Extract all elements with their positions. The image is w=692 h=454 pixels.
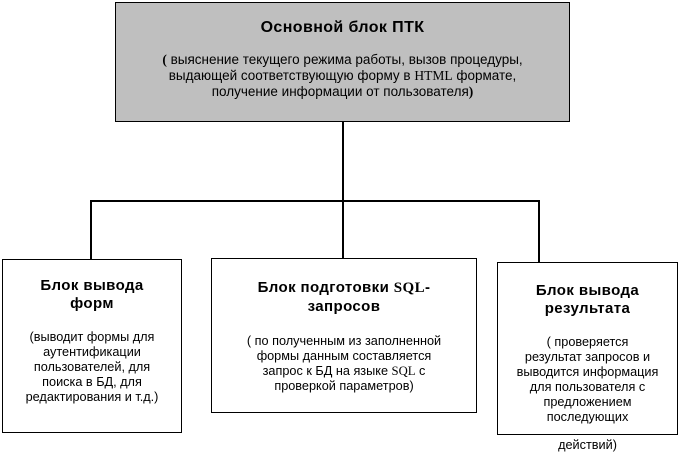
block-result-output-title: Блок вывода результата: [498, 282, 677, 317]
main-block-desc-text-2a: выдающей соответствующую форму в: [168, 67, 415, 83]
block-result-output-desc-line-4: для пользователя с: [529, 380, 646, 395]
block-form-output-desc-line-2: аутентификации: [43, 345, 141, 360]
block-sql-desc-text-3a: запрос к БД на языке: [262, 364, 392, 379]
close-paren: ): [468, 83, 474, 99]
block-sql-desc-text-3b: с: [415, 364, 426, 379]
block-result-output-desc-line-7: действий): [558, 438, 617, 453]
block-sql-title-line-2: запросов: [307, 297, 381, 315]
main-block-ptk: Основной блок ПТК ( выяснение текущего р…: [115, 2, 570, 122]
block-form-output-desc-line-4: поиска в БД, для: [42, 375, 142, 390]
block-sql-title-text-1a: Блок подготовки: [257, 279, 394, 296]
bus-to-result-drop: [538, 200, 540, 262]
main-block-desc-text-1: выяснение текущего режима работы, вызов …: [166, 51, 523, 67]
block-result-output-title-line-1: Блок вывода: [535, 282, 640, 299]
block-result-output-desc-line-1: ( проверяется: [546, 335, 629, 350]
block-result-output-desc-line-5: предложением: [543, 395, 632, 410]
block-sql-title-line-1: Блок подготовки SQL-: [212, 279, 476, 298]
block-result-output-desc-line-2: результат запросов и: [524, 350, 651, 365]
html-keyword: HTML: [414, 67, 453, 83]
block-sql-title-text-1b: -: [424, 279, 431, 296]
block-sql-desc-line-1: ( по полученным из заполненной: [246, 334, 442, 349]
block-sql-desc-line-2: формы данным составляется: [256, 349, 432, 364]
main-block-desc-line-1: ( выяснение текущего режима работы, вызо…: [122, 52, 563, 68]
block-sql-query-preparation-description: ( по полученным из заполненной формы дан…: [212, 334, 476, 394]
main-block-desc-text-2b: формате,: [452, 67, 517, 83]
block-form-output-description: (выводит формы для аутентификации пользо…: [3, 330, 181, 405]
block-form-output-title-line-2: форм: [70, 294, 114, 312]
block-sql-desc-line-3: запрос к БД на языке SQL с: [220, 364, 468, 379]
block-form-output-desc-line-3: пользователей, для: [33, 360, 151, 375]
block-result-output-title-line-2: результата: [544, 299, 631, 317]
block-result-output-description: ( проверяется результат запросов и вывод…: [498, 335, 677, 425]
block-form-output-desc-line-5: редактирования и т.д.): [25, 390, 159, 405]
main-to-bus-stem: [342, 122, 344, 258]
sql-keyword-title: SQL: [393, 280, 425, 296]
main-block-desc-line-3: получение информации от пользователя): [122, 84, 563, 100]
block-result-output-desc-line-6: последующих: [546, 410, 629, 425]
block-result-output: Блок вывода результата ( проверяется рез…: [497, 262, 678, 452]
main-block-desc-text-3: получение информации от пользователя: [211, 83, 469, 99]
block-form-output-desc-line-1: (выводит формы для: [29, 330, 155, 345]
open-paren: (: [162, 51, 167, 67]
sql-keyword-body: SQL: [391, 364, 416, 379]
block-form-output: Блок вывода форм (выводит формы для ауте…: [2, 259, 182, 433]
block-result-output-desc-line-3: выводится информация: [516, 365, 659, 380]
horizontal-distribution-bus: [90, 200, 539, 202]
main-block-desc-line-2: выдающей соответствующую форму в HTML фо…: [122, 68, 563, 84]
block-sql-desc-line-4: проверкой параметров): [274, 379, 414, 394]
block-sql-query-preparation: Блок подготовки SQL- запросов ( по получ…: [211, 258, 477, 413]
main-block-description: ( выяснение текущего режима работы, вызо…: [116, 52, 569, 100]
bus-to-forms-drop: [90, 200, 92, 259]
block-sql-query-preparation-title: Блок подготовки SQL- запросов: [212, 279, 476, 315]
block-form-output-title-line-1: Блок вывода: [40, 277, 144, 294]
block-form-output-title: Блок вывода форм: [3, 277, 181, 312]
main-block-title: Основной блок ПТК: [260, 19, 425, 36]
